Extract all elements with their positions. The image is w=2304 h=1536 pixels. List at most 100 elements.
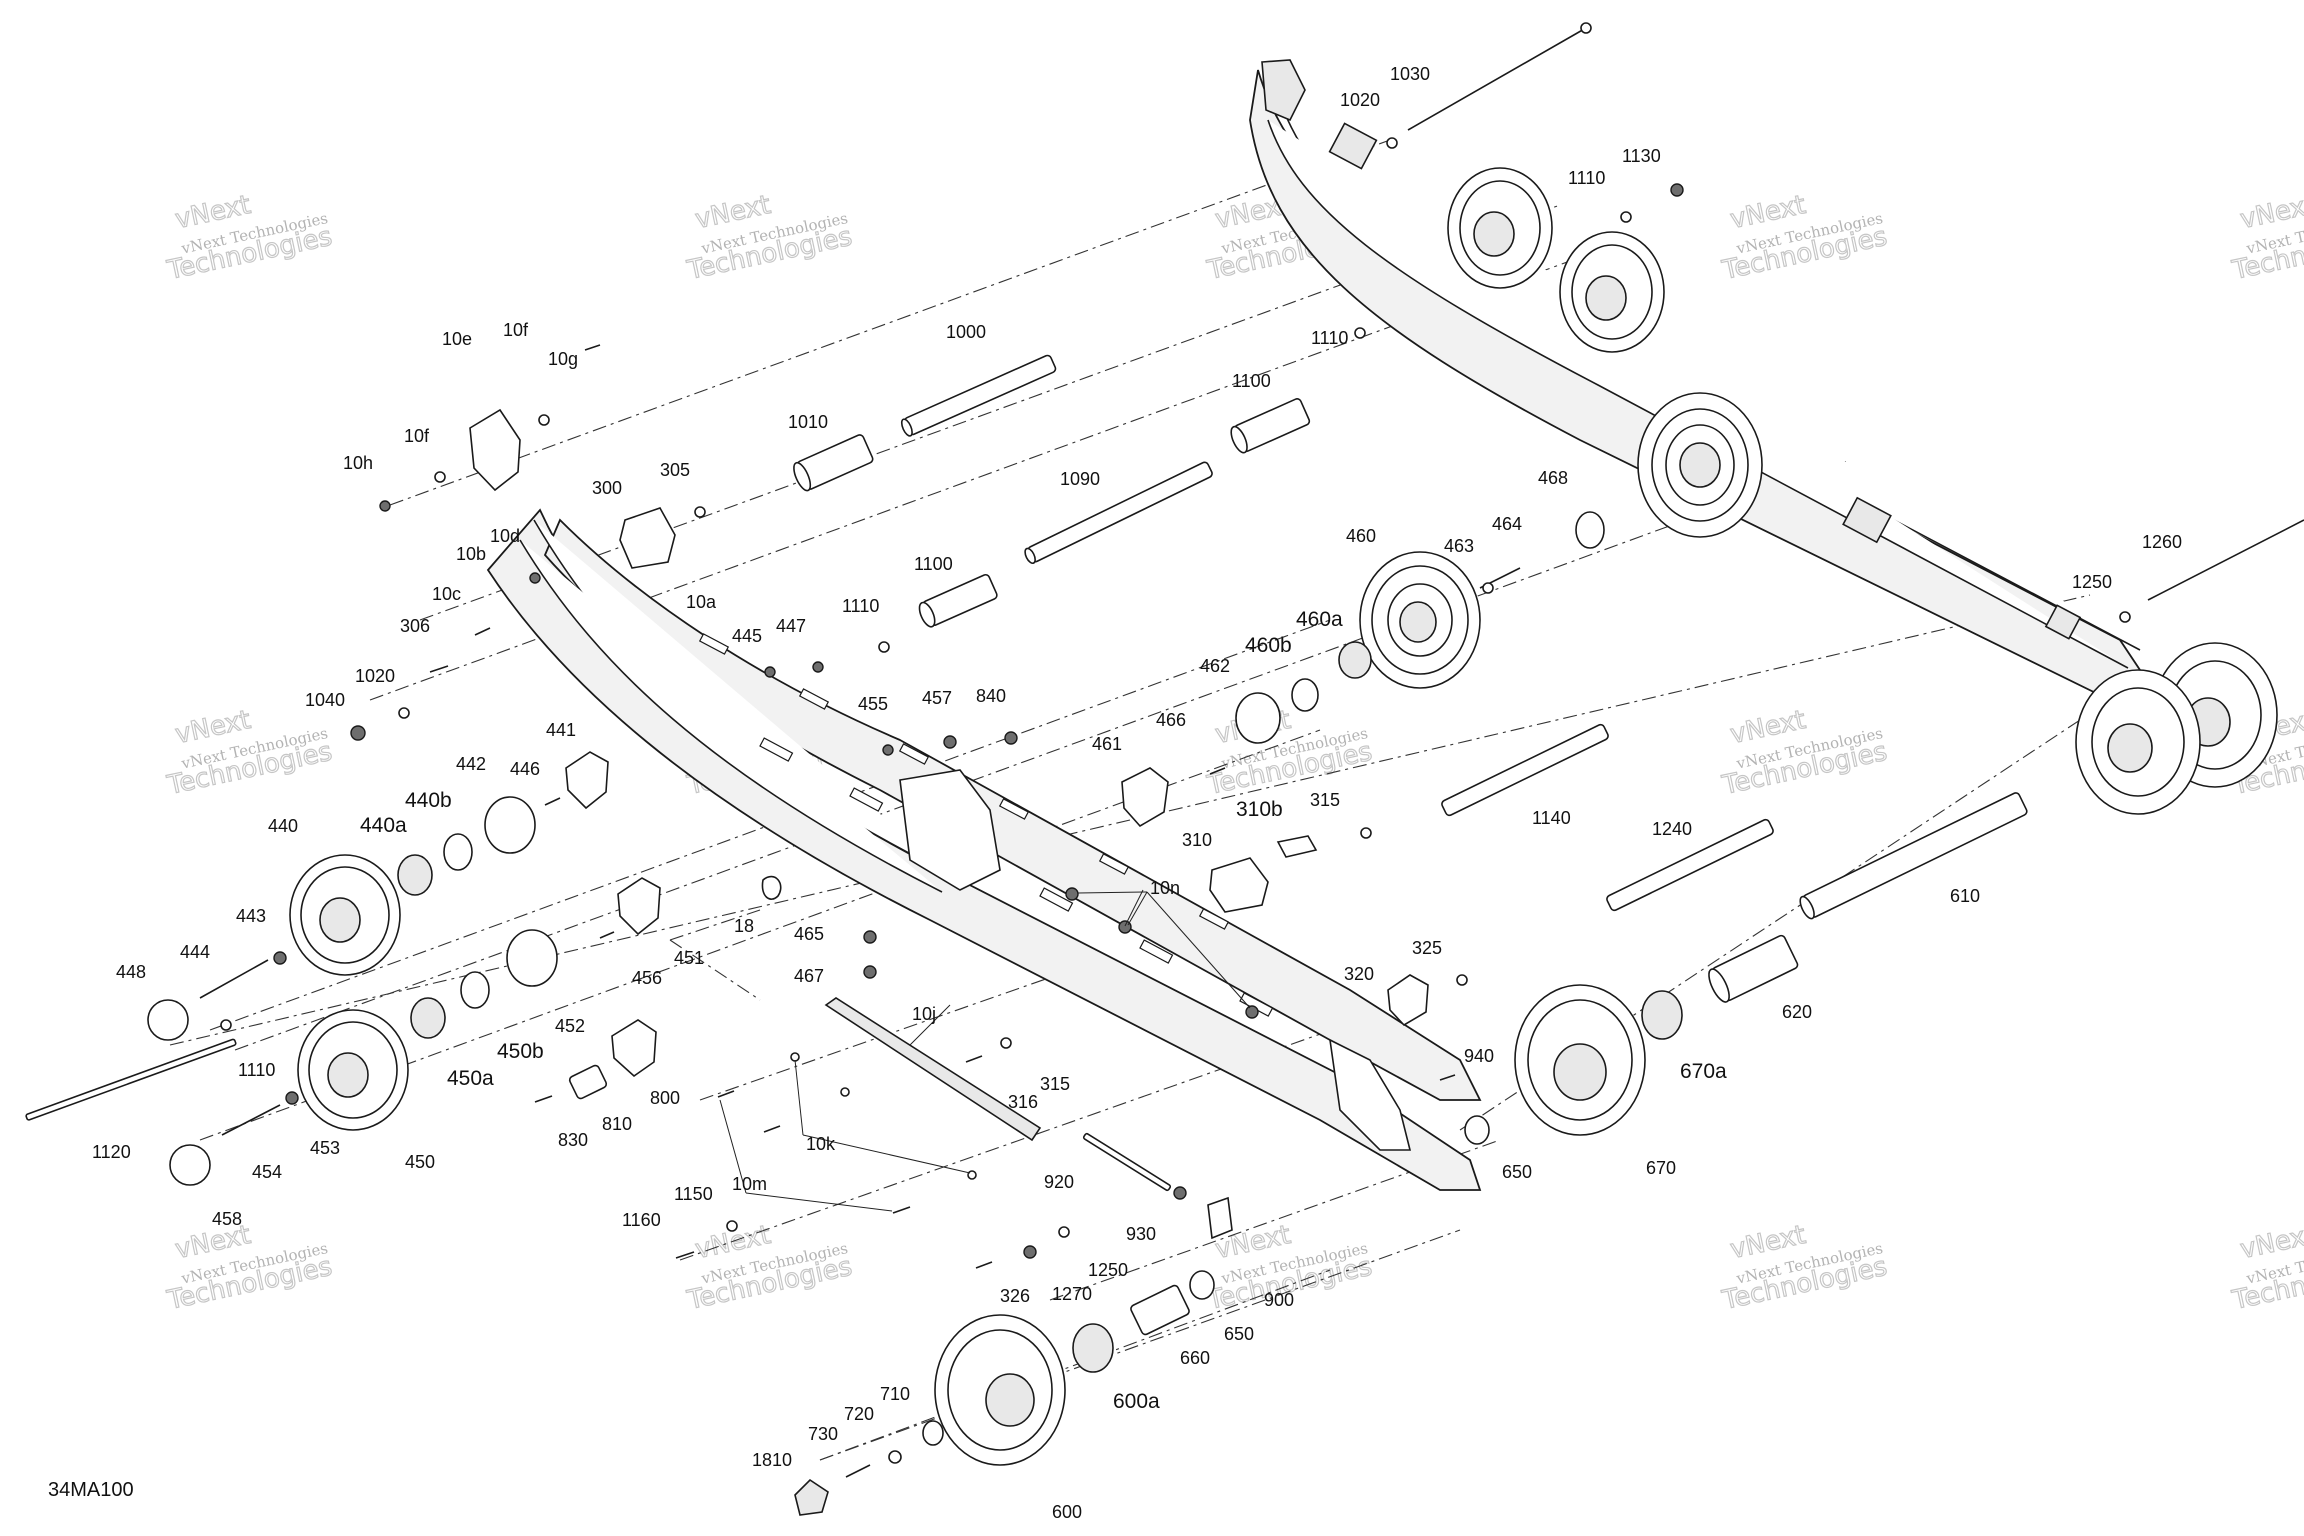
disc-468 [1575, 511, 1605, 549]
callout-1030: 1030 [1390, 64, 1430, 84]
nut-10n [1245, 1005, 1259, 1019]
nut-1040 [350, 725, 366, 741]
washer-463 [1482, 582, 1494, 594]
brackets [469, 408, 1429, 1240]
callout-440a: 440a [360, 814, 407, 837]
watermark: vNext vNext Technologies Technologies [1719, 189, 1891, 286]
callout-310: 310 [1182, 830, 1212, 850]
nut-453 [285, 1091, 299, 1105]
callout-465: 465 [794, 924, 824, 944]
callout-720: 720 [844, 1404, 874, 1424]
callout-447: 447 [776, 616, 806, 636]
callout-840: 840 [976, 686, 1006, 706]
callout-10j: 10j [912, 1004, 936, 1024]
callout-1270: 1270 [1052, 1284, 1092, 1304]
washer-710 [922, 1420, 944, 1446]
shaft-610 [1799, 792, 2028, 920]
spacer-810 [568, 1064, 608, 1100]
callout-10n: 10n [1150, 878, 1180, 898]
bracket-441 [565, 751, 609, 810]
nut-1130 [1670, 183, 1684, 197]
callout-10f: 10f [503, 320, 529, 340]
callout-1810: 1810 [752, 1450, 792, 1470]
bolt-830 [534, 1095, 553, 1103]
spacer-620 [1708, 934, 1799, 1003]
wheel-600 [934, 1314, 1066, 1466]
ring-460b [1291, 678, 1319, 712]
cap-458 [169, 1144, 211, 1186]
watermark-layer: vNext vNext Technologies Technologies vN… [164, 189, 2304, 1316]
callout-320: 320 [1344, 964, 1374, 984]
cap-448 [147, 999, 189, 1041]
rear-idler-wheel [1559, 231, 1665, 353]
callout-810: 810 [602, 1114, 632, 1134]
callout-labels: 1030 1020 1130 1110 1000 1110 1100 1010 … [92, 64, 2182, 1522]
callout-1020: 1020 [355, 666, 395, 686]
shaft-1000 [900, 354, 1057, 437]
callout-1040: 1040 [305, 690, 345, 710]
spacer-1100-lower [918, 573, 998, 628]
nut-1270 [1023, 1245, 1037, 1259]
disc-442 [484, 796, 536, 854]
callout-710: 710 [880, 1384, 910, 1404]
block-310b [1276, 835, 1318, 858]
wheel-440 [289, 854, 401, 976]
bracket-461 [1121, 767, 1169, 828]
nut-457 [943, 735, 957, 749]
callout-466: 466 [1156, 710, 1186, 730]
bolt-446 [544, 797, 561, 806]
callout-600: 600 [1052, 1502, 1082, 1522]
callout-325: 325 [1412, 938, 1442, 958]
bracket-800 [611, 1019, 657, 1078]
bolt-1160 [675, 1251, 695, 1259]
bolt-444 [199, 959, 269, 999]
bolt-920 [1082, 1132, 1172, 1192]
bolt-456 [599, 931, 615, 939]
callout-600a: 600a [1113, 1390, 1160, 1413]
washer-315 [1360, 827, 1372, 839]
callout-800: 800 [650, 1088, 680, 1108]
washer-1250 [1058, 1226, 1070, 1238]
callout-10m: 10m [732, 1174, 767, 1194]
bolt-454 [221, 1104, 281, 1136]
callout-452: 452 [555, 1016, 585, 1036]
axle-1120 [25, 1038, 237, 1121]
washer-10f [538, 414, 550, 426]
shaft-1240 [1606, 818, 1774, 912]
callout-10h: 10h [343, 453, 373, 473]
nut-930 [1173, 1186, 1187, 1200]
callout-454: 454 [252, 1162, 282, 1182]
nut-467 [863, 965, 877, 979]
wheels [147, 511, 1683, 1516]
svg-text:vNext: vNext [2238, 190, 2304, 235]
washer-10k [840, 1087, 850, 1097]
callout-610: 610 [1950, 886, 1980, 906]
callout-1090: 1090 [1060, 469, 1100, 489]
bearing-600a [1072, 1323, 1114, 1373]
callout-315: 315 [1040, 1074, 1070, 1094]
bearing-450a [410, 997, 446, 1039]
washer-10k [967, 1170, 977, 1180]
callout-18: 18 [734, 916, 754, 936]
nut-10h [379, 500, 391, 512]
callout-1100: 1100 [914, 554, 953, 574]
callout-10f: 10f [404, 426, 430, 446]
nut-443 [273, 951, 287, 965]
callout-453: 453 [310, 1138, 340, 1158]
callout-1020: 1020 [1340, 90, 1380, 110]
callout-450a: 450a [447, 1067, 494, 1090]
bolt-10m [717, 1090, 735, 1098]
watermark: vNext vNext Technologies Technologies [164, 704, 336, 801]
callout-660: 660 [1180, 1348, 1210, 1368]
ring-440b [443, 833, 473, 871]
callout-1150: 1150 [674, 1184, 713, 1204]
callout-315: 315 [1310, 790, 1340, 810]
callout-455: 455 [858, 694, 888, 714]
washer-305 [694, 506, 706, 518]
callout-450b: 450b [497, 1040, 544, 1063]
callout-316: 316 [1008, 1092, 1038, 1112]
callout-458: 458 [212, 1209, 242, 1229]
bolt-316 [965, 1055, 983, 1063]
wheel-670 [1514, 984, 1646, 1136]
